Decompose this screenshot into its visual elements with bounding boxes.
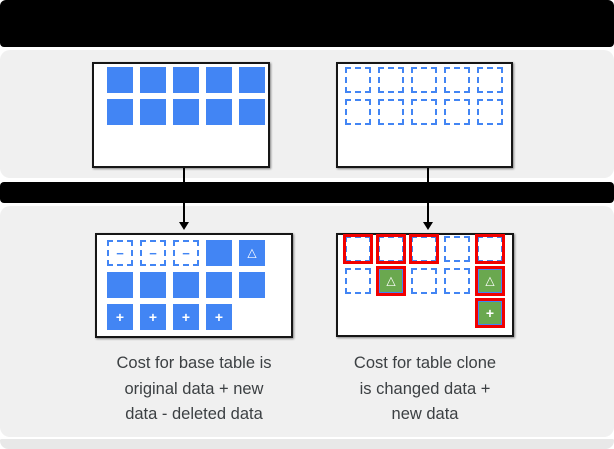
data-block xyxy=(239,99,265,125)
empty-block xyxy=(444,67,470,93)
caption-line: Cost for base table is xyxy=(116,354,272,372)
minus-icon: − xyxy=(149,245,157,261)
caption-line: data - deleted data xyxy=(125,405,263,423)
plus-icon: + xyxy=(214,309,224,325)
plus-icon: + xyxy=(115,309,125,325)
table-clone-box xyxy=(336,62,513,168)
deleted-data-block: − xyxy=(140,240,166,266)
base-table-after-grid: − − − △ + + + + xyxy=(97,235,291,330)
caption-line: original data + new xyxy=(124,379,264,398)
empty-block xyxy=(444,99,470,125)
divider-black-bar xyxy=(0,182,614,203)
billed-shared-block xyxy=(475,234,505,264)
data-block xyxy=(107,67,133,93)
empty-block xyxy=(378,99,404,125)
plus-icon: + xyxy=(181,309,191,325)
new-data-block: + xyxy=(107,304,133,330)
deleted-data-block: − xyxy=(173,240,199,266)
triangle-icon: △ xyxy=(386,273,396,288)
billed-highlight-ring xyxy=(343,234,373,264)
base-table-after-box: − − − △ + + + + xyxy=(95,233,293,338)
down-arrow-left-icon xyxy=(179,168,189,230)
plus-icon: + xyxy=(485,305,495,321)
triangle-icon: △ xyxy=(247,245,257,260)
billed-highlight-ring xyxy=(409,234,439,264)
data-block xyxy=(140,272,166,298)
deleted-data-block: − xyxy=(107,240,133,266)
empty-block xyxy=(345,99,371,125)
minus-icon: − xyxy=(116,245,124,261)
table-clone-grid xyxy=(338,64,511,125)
empty-block xyxy=(378,67,404,93)
triangle-icon: △ xyxy=(485,273,495,288)
caption-line: new data xyxy=(391,405,459,423)
minus-icon: − xyxy=(182,245,190,261)
data-block xyxy=(107,99,133,125)
empty-block xyxy=(411,67,437,93)
billed-shared-block xyxy=(376,234,406,264)
billed-changed-block: △ xyxy=(475,266,505,296)
billed-changed-block: △ xyxy=(376,266,406,296)
empty-block xyxy=(345,67,371,93)
data-block xyxy=(173,272,199,298)
down-arrow-right-icon xyxy=(423,168,433,230)
top-black-bar xyxy=(0,0,614,47)
data-block xyxy=(206,67,232,93)
changed-data-block: △ xyxy=(239,240,265,266)
new-data-block: + xyxy=(140,304,166,330)
data-block xyxy=(206,272,232,298)
table-clone-after-box: △ △ + xyxy=(336,233,514,337)
empty-block xyxy=(477,67,503,93)
base-table-cost-caption: Cost for base table is original data + n… xyxy=(74,351,314,428)
data-block xyxy=(173,99,199,125)
empty-block xyxy=(444,236,470,262)
empty-block xyxy=(411,99,437,125)
caption-line: Cost for table clone xyxy=(353,354,497,372)
data-block xyxy=(173,67,199,93)
data-block xyxy=(239,67,265,93)
empty-block xyxy=(345,268,371,294)
data-block xyxy=(206,99,232,125)
data-block xyxy=(239,272,265,298)
data-block xyxy=(107,272,133,298)
empty-block xyxy=(444,268,470,294)
empty-block xyxy=(477,99,503,125)
base-table-box xyxy=(92,62,270,168)
new-data-block: + xyxy=(173,304,199,330)
data-block xyxy=(206,240,232,266)
bottom-edge-strip xyxy=(0,439,614,449)
base-table-grid xyxy=(94,64,268,125)
billed-highlight-ring xyxy=(376,234,406,264)
table-clone-after-grid: △ △ + xyxy=(338,234,512,328)
billed-shared-block xyxy=(343,234,373,264)
billed-shared-block xyxy=(409,234,439,264)
caption-line: is changed data + xyxy=(359,379,491,398)
new-data-block: + xyxy=(206,304,232,330)
table-clone-cost-caption: Cost for table clone is changed data + n… xyxy=(305,351,545,428)
plus-icon: + xyxy=(148,309,158,325)
billed-highlight-ring xyxy=(475,234,505,264)
empty-block xyxy=(411,268,437,294)
data-block xyxy=(140,67,166,93)
billed-new-block: + xyxy=(475,298,505,328)
data-block xyxy=(140,99,166,125)
